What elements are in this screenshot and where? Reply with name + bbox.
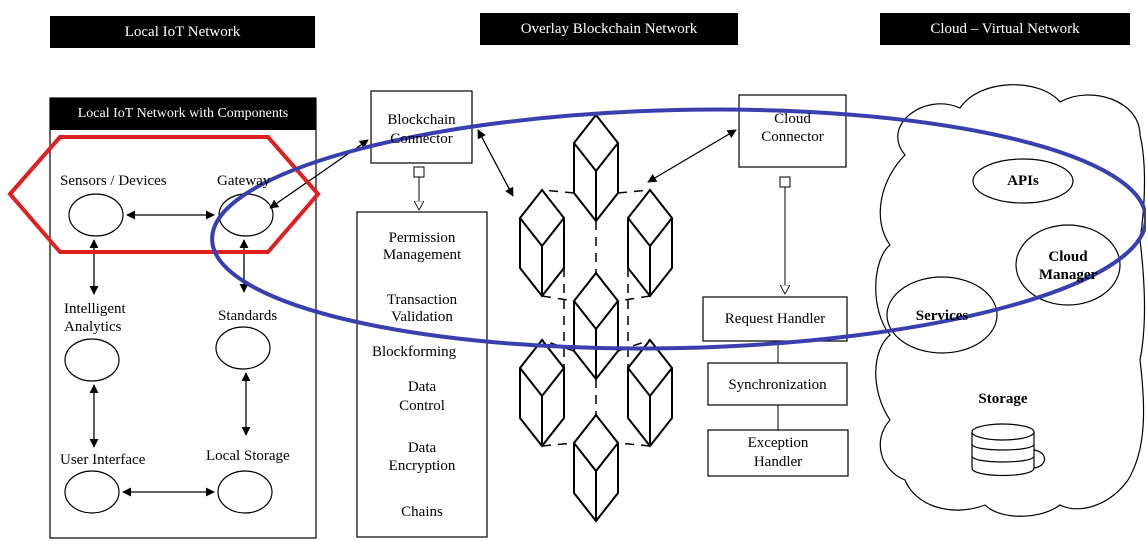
arrow-cloud-connector-chain <box>647 129 737 183</box>
local-storage-label: Local Storage <box>206 448 290 464</box>
data-control-line1: Data <box>407 379 437 395</box>
header-cloud-label: Cloud – Virtual Network <box>930 20 1080 37</box>
gateway-label: Gateway <box>217 173 271 189</box>
header-local-label: Local IoT Network <box>124 23 241 40</box>
data-encryption-line1: Data <box>407 440 437 456</box>
synchronization-label: Synchronization <box>728 377 827 393</box>
blockchain-connector-line2: Connector <box>390 131 453 147</box>
gateway-node <box>218 193 274 237</box>
blockchain-chain-graphic <box>518 113 674 523</box>
services-bubble <box>886 276 998 354</box>
standards-node <box>215 326 271 370</box>
analytics-node <box>64 338 120 382</box>
cloud-connector-line1: Cloud <box>774 111 811 127</box>
chain-block <box>626 338 674 448</box>
transaction-validation-line2: Validation <box>391 309 453 325</box>
blockchain-connector-line1: Blockchain <box>387 112 456 128</box>
chain-block <box>572 413 620 523</box>
chains-label: Chains <box>401 504 443 520</box>
sensors-label: Sensors / Devices <box>60 173 167 189</box>
cloud-connector-line2: Connector <box>761 129 824 145</box>
chain-block <box>572 113 620 223</box>
cloud-manager-line2: Manager <box>1038 267 1098 283</box>
red-hexagon-highlight <box>7 135 321 254</box>
permission-management-line2: Management <box>382 247 462 263</box>
services-label: Services <box>915 308 969 324</box>
cloud-manager-line1: Cloud <box>1048 249 1088 265</box>
permission-management-line1: Permission <box>388 230 456 246</box>
database-icon <box>971 423 1046 477</box>
exception-handler-box <box>707 429 849 477</box>
storage-label: Storage <box>978 391 1028 407</box>
chain-block <box>572 271 620 381</box>
blockchain-functions-box <box>356 211 488 538</box>
exception-handler-line1: Exception <box>747 435 809 451</box>
analytics-label-line1: Intelligent <box>64 301 126 317</box>
user-interface-node <box>64 470 120 514</box>
apis-label: APIs <box>1007 173 1039 189</box>
analytics-label-line2: Analytics <box>64 319 122 335</box>
cloud-connector-box <box>738 94 847 168</box>
arrow-blockchain-connector-chain <box>477 129 514 197</box>
user-interface-label: User Interface <box>60 452 146 468</box>
local-panel-title-bar <box>50 98 316 130</box>
cloud-uml-port <box>779 176 791 188</box>
request-handler-box <box>702 296 848 342</box>
chain-block <box>626 188 674 298</box>
cloud-manager-bubble <box>1015 224 1121 306</box>
chain-block <box>518 188 566 298</box>
apis-bubble <box>972 158 1074 204</box>
cloud-shape <box>875 84 1146 517</box>
blockforming-label: Blockforming <box>372 344 457 360</box>
header-local-iot-network: Local IoT Network <box>50 16 315 48</box>
data-control-line2: Control <box>399 398 445 414</box>
sensors-node <box>68 193 124 237</box>
data-encryption-line2: Encryption <box>388 458 456 474</box>
header-cloud-virtual-network: Cloud – Virtual Network <box>880 13 1130 45</box>
header-overlay-label: Overlay Blockchain Network <box>520 20 698 37</box>
chain-block <box>518 338 566 448</box>
request-handler-label: Request Handler <box>724 311 826 327</box>
synchronization-box <box>707 362 848 406</box>
standards-label: Standards <box>218 308 278 324</box>
local-panel-title: Local IoT Network with Components <box>77 106 289 121</box>
local-storage-node <box>217 470 273 514</box>
blockchain-uml-port <box>413 166 425 178</box>
header-overlay-blockchain-network: Overlay Blockchain Network <box>480 13 738 45</box>
transaction-validation-line1: Transaction <box>386 292 458 308</box>
exception-handler-line2: Handler <box>753 454 803 470</box>
